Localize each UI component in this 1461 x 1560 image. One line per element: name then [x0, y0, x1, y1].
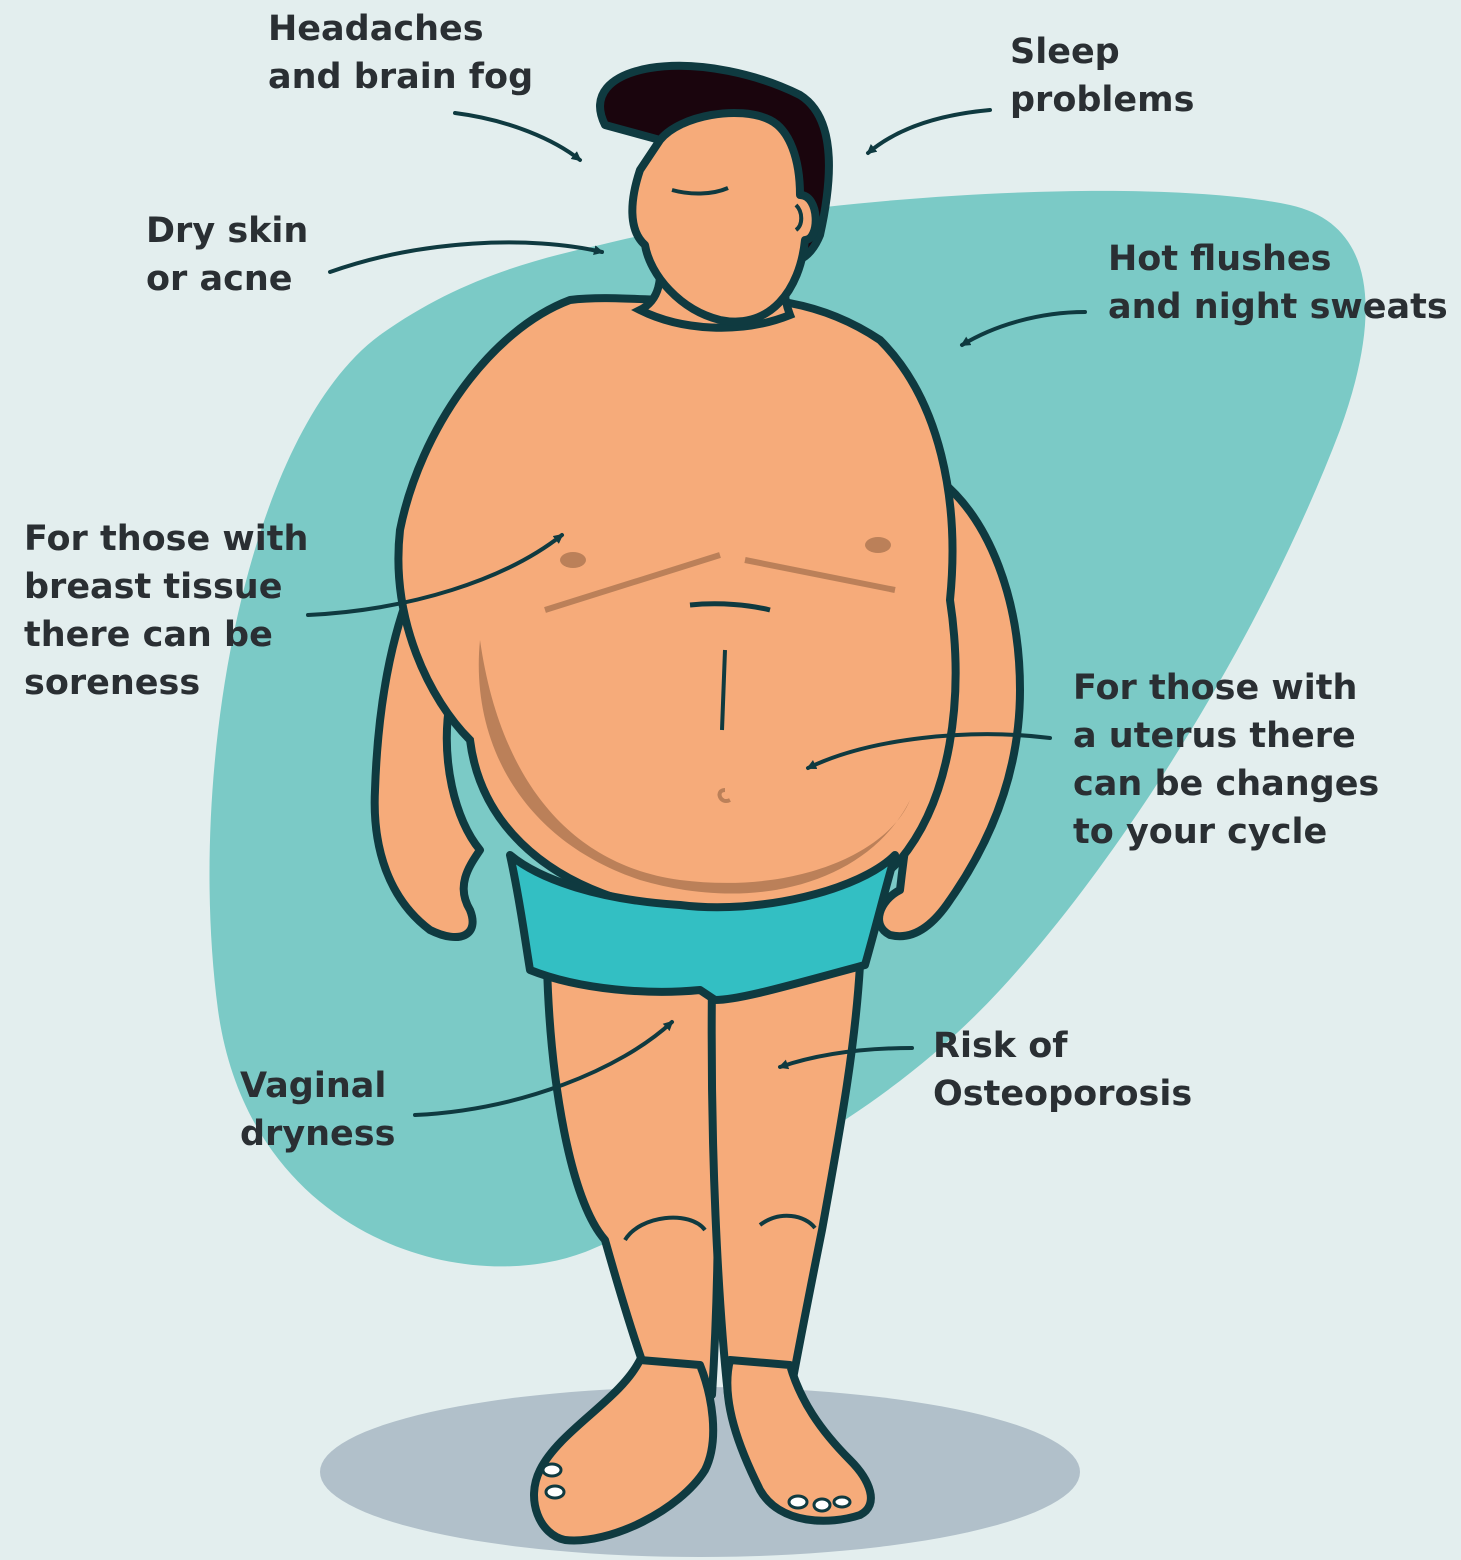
arrow-sleep [868, 110, 990, 153]
label-uterus-line-3: can be changes [1073, 760, 1379, 808]
arrow-breast [308, 535, 562, 615]
label-breast-line-2: breast tissue [24, 563, 308, 611]
arrow-hot-flushes [962, 312, 1085, 345]
label-osteoporosis-line-1: Risk of [933, 1022, 1192, 1070]
arrow-uterus [808, 734, 1050, 768]
label-sleep-line-2: problems [1010, 76, 1194, 124]
label-dry-skin-line-1: Dry skin [146, 207, 308, 255]
label-sleep: Sleep problems [1010, 28, 1194, 124]
label-dry-skin: Dry skin or acne [146, 207, 308, 303]
label-breast-line-4: soreness [24, 659, 308, 707]
label-hot-flushes-line-1: Hot flushes [1108, 235, 1448, 283]
label-dry-skin-line-2: or acne [146, 255, 308, 303]
label-vaginal: Vaginal dryness [240, 1062, 395, 1158]
arrow-headaches [455, 113, 580, 160]
arrow-vaginal [415, 1022, 672, 1115]
label-headaches: Headaches and brain fog [268, 5, 533, 101]
label-uterus-line-2: a uterus there [1073, 712, 1379, 760]
label-headaches-line-1: Headaches [268, 5, 533, 53]
arrow-dry-skin [330, 242, 602, 272]
label-breast: For those with breast tissue there can b… [24, 515, 308, 707]
label-headaches-line-2: and brain fog [268, 53, 533, 101]
label-breast-line-1: For those with [24, 515, 308, 563]
label-sleep-line-1: Sleep [1010, 28, 1194, 76]
label-osteoporosis-line-2: Osteoporosis [933, 1070, 1192, 1118]
label-uterus-line-1: For those with [1073, 664, 1379, 712]
label-vaginal-line-2: dryness [240, 1110, 395, 1158]
arrow-osteoporosis [780, 1048, 912, 1067]
label-hot-flushes: Hot flushes and night sweats [1108, 235, 1448, 331]
label-breast-line-3: there can be [24, 611, 308, 659]
label-uterus-line-4: to your cycle [1073, 808, 1379, 856]
label-vaginal-line-1: Vaginal [240, 1062, 395, 1110]
label-uterus: For those with a uterus there can be cha… [1073, 664, 1379, 856]
label-hot-flushes-line-2: and night sweats [1108, 283, 1448, 331]
label-osteoporosis: Risk of Osteoporosis [933, 1022, 1192, 1118]
